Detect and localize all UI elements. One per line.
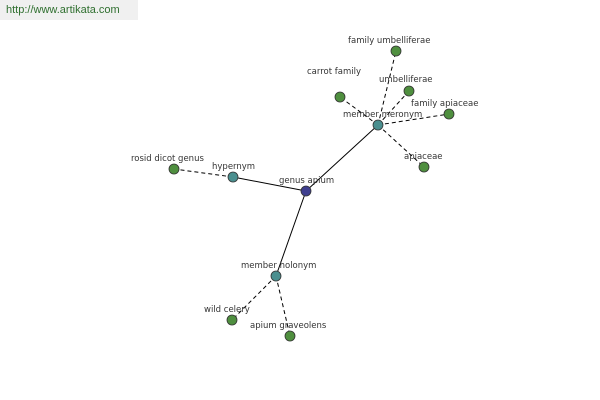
edge-member-meronym-leaf-2 xyxy=(377,90,410,126)
leaf-node[interactable] xyxy=(226,314,238,326)
leaf-label: family umbelliferae xyxy=(348,36,430,46)
leaf-node[interactable] xyxy=(403,85,415,97)
leaf-node[interactable] xyxy=(443,108,455,120)
edge-member-meronym-leaf-3 xyxy=(377,113,450,126)
edge-member-holonym-leaf-1 xyxy=(275,275,291,337)
leaf-node[interactable] xyxy=(418,161,430,173)
leaf-label: apiaceae xyxy=(404,152,443,162)
leaf-label: rosid dicot genus xyxy=(131,154,204,164)
edge-member-meronym-leaf-0 xyxy=(377,50,397,126)
edge-member-meronym-leaf-4 xyxy=(377,124,425,168)
edge-center-member-meronym xyxy=(305,124,379,192)
leaf-label: carrot family xyxy=(307,67,361,77)
relation-node-member-meronym[interactable] xyxy=(372,119,384,131)
leaf-node[interactable] xyxy=(284,330,296,342)
center-node[interactable] xyxy=(300,185,312,197)
edge-hypernym-leaf-0 xyxy=(173,168,234,178)
leaf-label: apium graveolens xyxy=(250,321,327,331)
relation-node-hypernym[interactable] xyxy=(227,171,239,183)
leaf-label: wild celery xyxy=(204,305,250,315)
edge-member-holonym-leaf-0 xyxy=(231,275,277,321)
edge-center-member-holonym xyxy=(275,190,307,277)
source-url: http://www.artikata.com xyxy=(6,4,120,16)
relation-node-member-holonym[interactable] xyxy=(270,270,282,282)
relation-label-member-holonym: member holonym xyxy=(241,261,316,271)
leaf-node[interactable] xyxy=(390,45,402,57)
edge-member-meronym-leaf-1 xyxy=(339,96,379,126)
leaf-node[interactable] xyxy=(168,163,180,175)
relation-label-hypernym: hypernym xyxy=(212,162,255,172)
leaf-label: umbelliferae xyxy=(379,75,433,85)
source-url-banner: http://www.artikata.com xyxy=(0,0,138,20)
edge-center-hypernym xyxy=(232,176,307,192)
center-label: genus apium xyxy=(279,176,334,186)
leaf-label: family apiaceae xyxy=(411,99,478,109)
leaf-node[interactable] xyxy=(334,91,346,103)
relation-label-member-meronym: member meronym xyxy=(343,110,422,120)
